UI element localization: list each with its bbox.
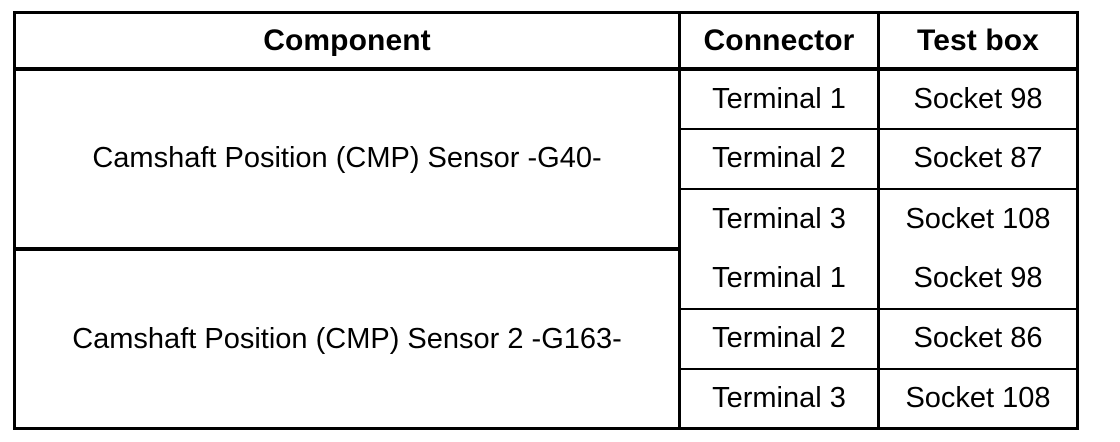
- test-box-cell: Socket 98: [878, 248, 1078, 309]
- test-box-cell: Socket 108: [878, 187, 1078, 249]
- column-header-connector: Connector: [679, 12, 880, 71]
- table-header: Component Connector Test box: [14, 12, 1078, 71]
- connector-cell: Terminal 2: [679, 127, 880, 189]
- table-body: Camshaft Position (CMP) Sensor -G40- Ter…: [14, 68, 1078, 429]
- component-connector-testbox-table: Component Connector Test box Camshaft Po…: [13, 11, 1079, 430]
- column-header-component: Component: [14, 12, 681, 71]
- table-row: Terminal 2 Socket 87: [15, 127, 1078, 189]
- table-row: Terminal 2 Socket 86: [15, 307, 1078, 369]
- table-row: Terminal 3 Socket 108: [15, 367, 1078, 429]
- connector-cell: Terminal 1: [679, 68, 880, 129]
- component-name-cell-1: Camshaft Position (CMP) Sensor -G40-: [14, 68, 681, 249]
- column-header-test-box: Test box: [878, 12, 1078, 71]
- test-box-cell: Socket 98: [878, 68, 1078, 129]
- test-box-cell: Socket 86: [878, 307, 1078, 369]
- test-box-cell: Socket 87: [878, 127, 1078, 189]
- table-row: Camshaft Position (CMP) Sensor 2 -G163- …: [14, 246, 1078, 429]
- connector-cell: Terminal 2: [679, 307, 880, 369]
- component-name-cell-2: Camshaft Position (CMP) Sensor 2 -G163-: [14, 246, 681, 429]
- table-row: Terminal 3 Socket 108: [15, 187, 1078, 249]
- connector-cell: Terminal 1: [679, 248, 880, 309]
- table-row: Camshaft Position (CMP) Sensor -G40- Ter…: [14, 68, 1078, 249]
- connector-cell: Terminal 3: [679, 367, 880, 429]
- connector-cell: Terminal 3: [679, 187, 880, 249]
- header-row: Component Connector Test box: [14, 12, 1078, 71]
- test-box-cell: Socket 108: [878, 367, 1078, 429]
